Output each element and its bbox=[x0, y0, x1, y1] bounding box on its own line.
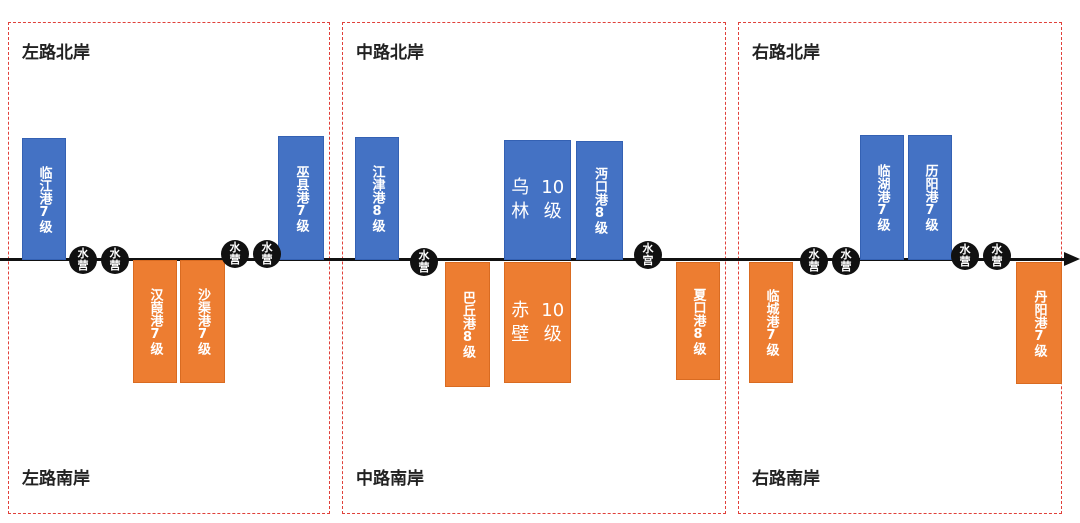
port-xiakou: 夏口港8级 bbox=[676, 262, 720, 380]
water-camp-7: 水营 bbox=[800, 247, 828, 275]
water-camp-2: 水营 bbox=[101, 246, 129, 274]
port-wulin-grade: 10级 bbox=[541, 177, 565, 222]
port-jiangjin: 江津港8级 bbox=[355, 137, 399, 260]
port-miankou: 沔口港8级 bbox=[576, 141, 623, 260]
port-shaqu: 沙渠港7级 bbox=[180, 260, 225, 383]
port-linjiang: 临江港7级 bbox=[22, 138, 66, 260]
port-chibi: 赤壁 10级 bbox=[504, 262, 571, 383]
river-arrow-icon bbox=[1064, 252, 1080, 266]
port-wulin: 乌林 10级 bbox=[504, 140, 571, 260]
water-camp-1: 水营 bbox=[69, 246, 97, 274]
port-linhu: 临湖港7级 bbox=[860, 135, 904, 260]
water-camp-5: 水营 bbox=[410, 248, 438, 276]
right-south-title: 右路南岸 bbox=[752, 469, 820, 489]
port-chibi-grade: 10级 bbox=[541, 299, 565, 345]
left-north-title: 左路北岸 bbox=[22, 43, 90, 63]
water-camp-9: 水营 bbox=[951, 242, 979, 270]
port-danyang: 丹阳港7级 bbox=[1016, 262, 1062, 384]
middle-north-title: 中路北岸 bbox=[356, 43, 424, 63]
water-camp-6: 水宫 bbox=[634, 241, 662, 269]
water-camp-3: 水营 bbox=[221, 240, 249, 268]
water-camp-10: 水营 bbox=[983, 242, 1011, 270]
port-lincheng: 临城港7级 bbox=[749, 262, 793, 383]
port-chibi-name: 赤壁 bbox=[511, 299, 530, 345]
right-north-title: 右路北岸 bbox=[752, 43, 820, 63]
port-wuxian: 巫县港7级 bbox=[278, 136, 324, 260]
port-hanjie: 汉葭港7级 bbox=[133, 260, 177, 383]
middle-south-title: 中路南岸 bbox=[356, 469, 424, 489]
port-wulin-name: 乌林 bbox=[511, 177, 530, 222]
port-liyang: 历阳港7级 bbox=[908, 135, 952, 260]
water-camp-8: 水营 bbox=[832, 247, 860, 275]
water-camp-4: 水营 bbox=[253, 240, 281, 268]
port-baqiu: 巴丘港8级 bbox=[445, 262, 490, 387]
region-left bbox=[8, 22, 330, 514]
region-middle bbox=[342, 22, 726, 514]
left-south-title: 左路南岸 bbox=[22, 469, 90, 489]
